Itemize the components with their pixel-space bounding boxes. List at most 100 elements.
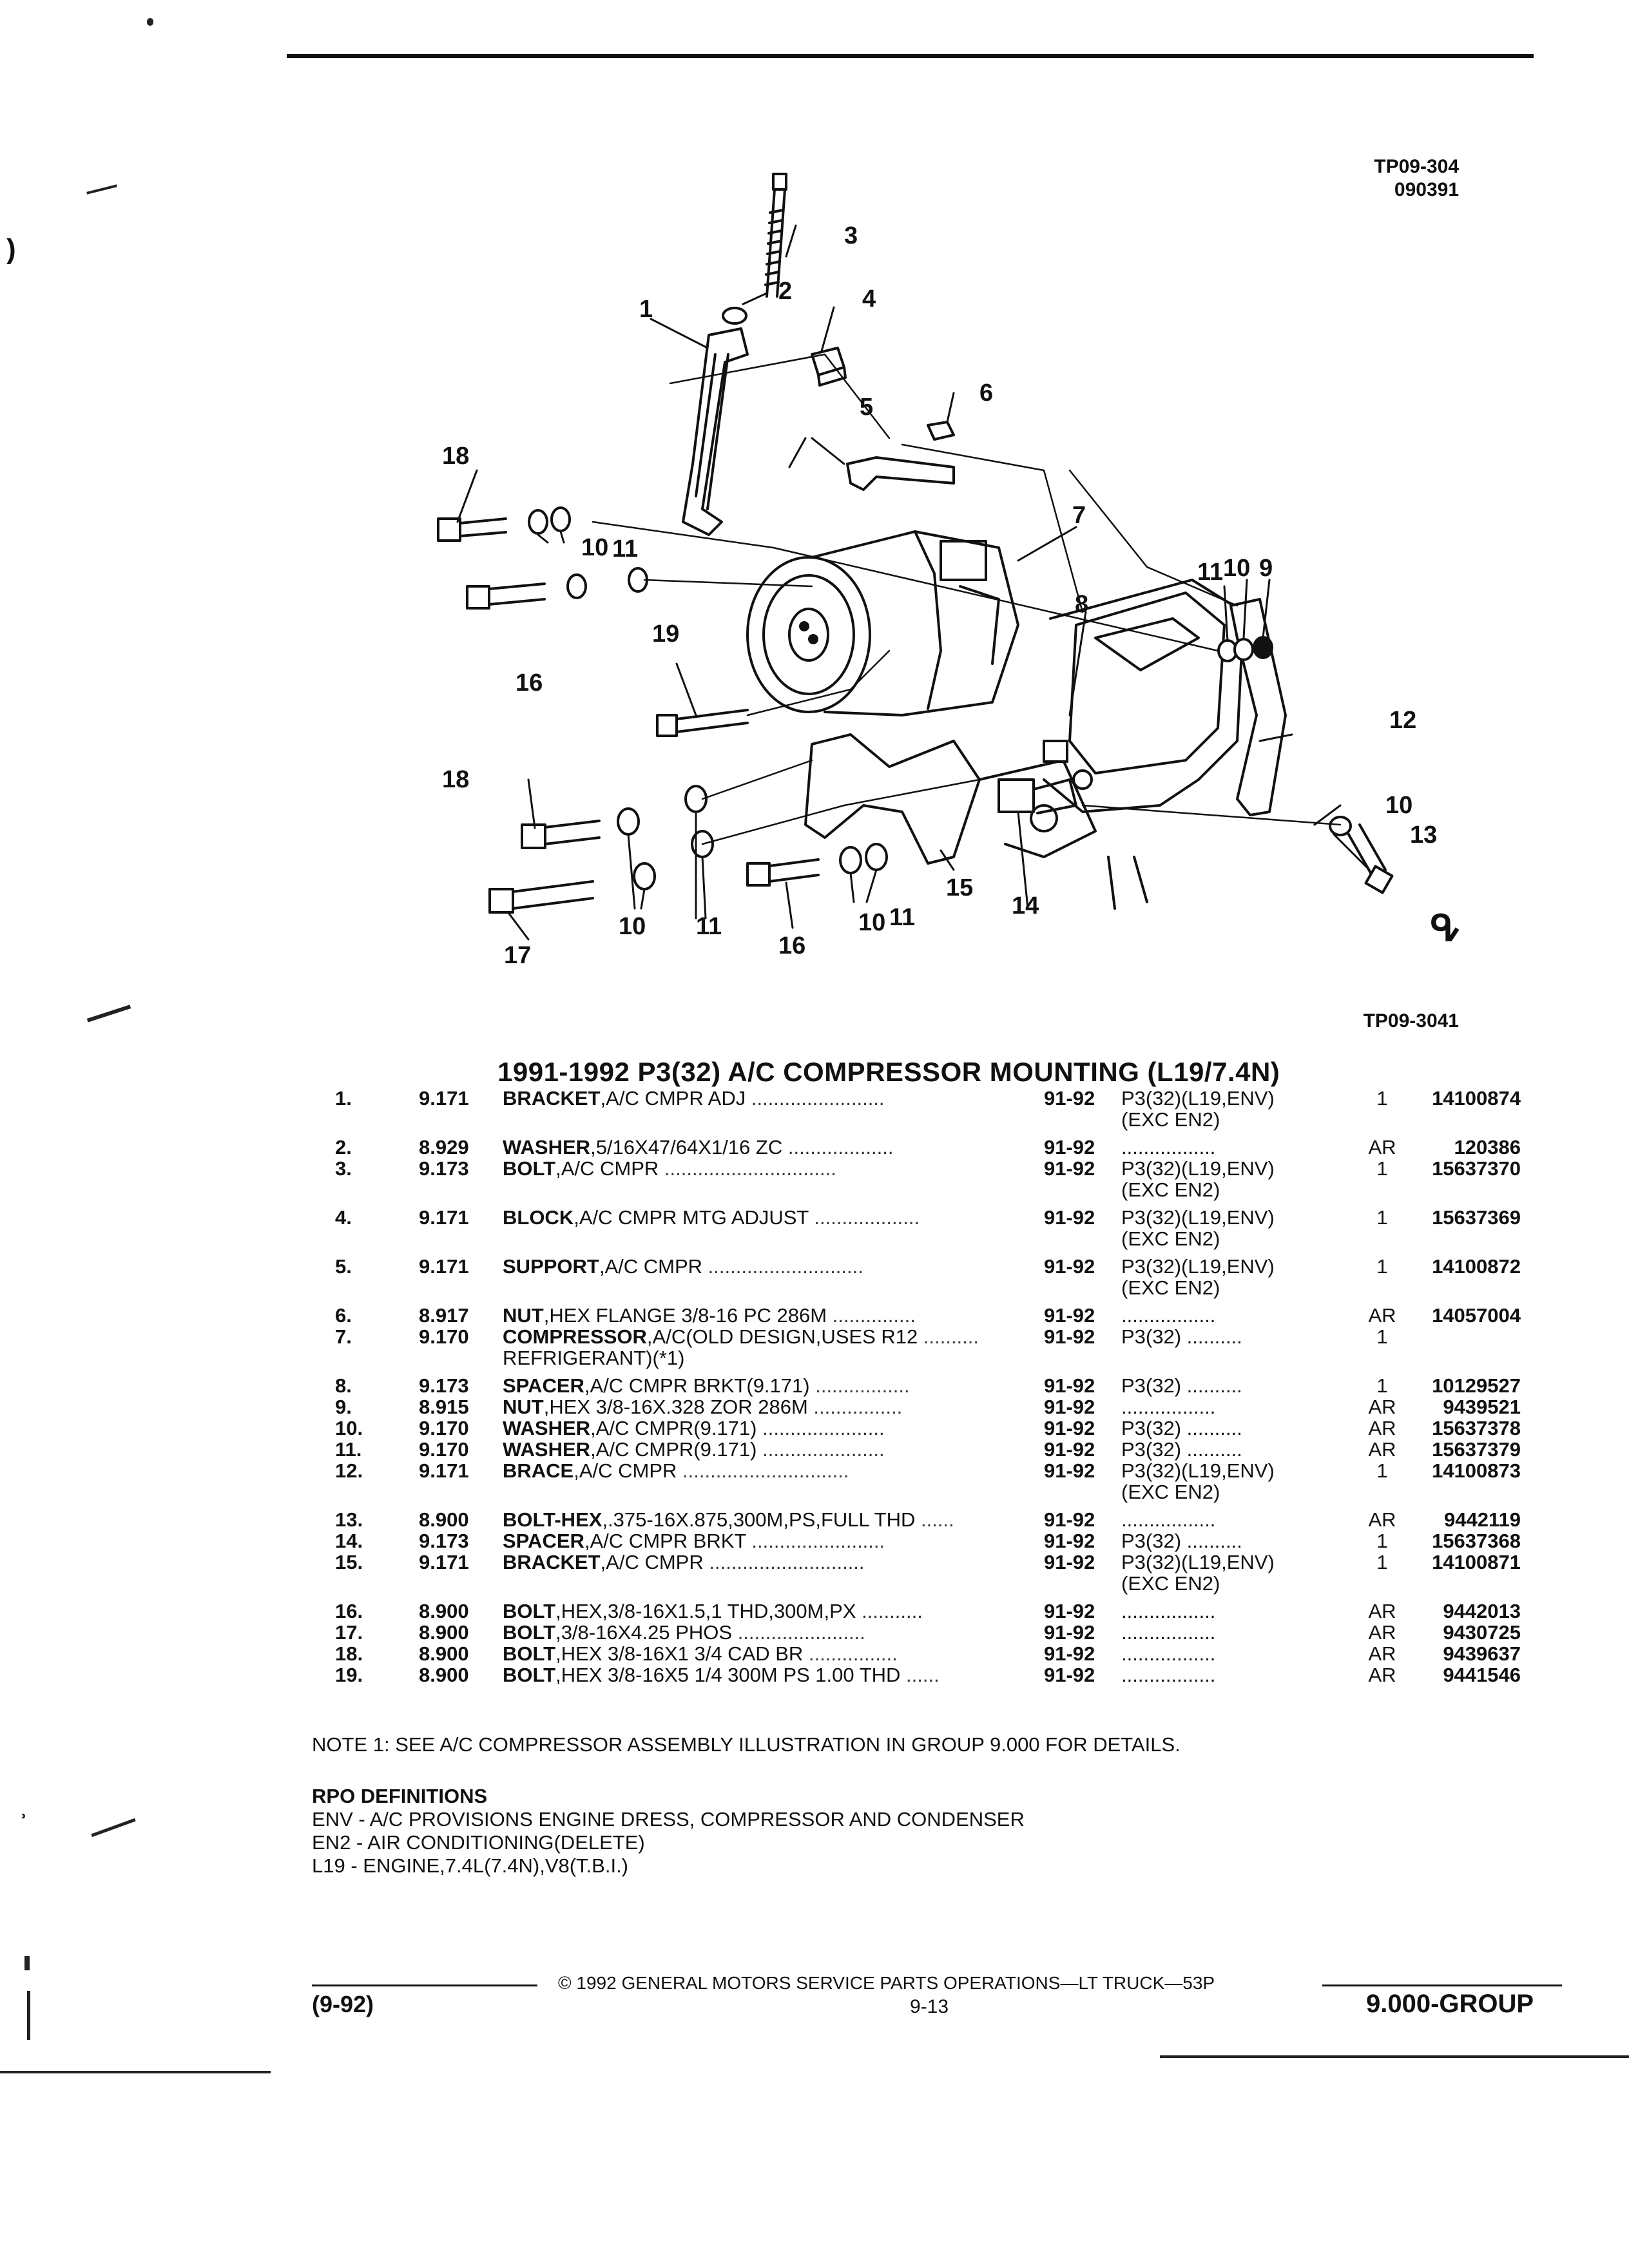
item-number: 19. [335, 1664, 363, 1686]
callout-17: 17 [504, 942, 531, 969]
callout-10d: 10 [619, 913, 646, 940]
application: P3(32)(L19,ENV)(EXC EN2) [1121, 1249, 1360, 1298]
part-detail: ,A/C CMPR BRKT [584, 1530, 746, 1552]
part-description: BOLT-HEX,.375-16X.875,300M,PS,FULL THD .… [503, 1503, 1044, 1530]
part-name: BOLT [503, 1642, 556, 1665]
part-detail: ,HEX 3/8-16X1 3/4 CAD BR [555, 1642, 804, 1665]
part-name: BRACE [503, 1459, 574, 1482]
model-years: 91-92 [1044, 1206, 1095, 1229]
part-detail: ,HEX 3/8-16X5 1/4 300M PS 1.00 THD [555, 1664, 901, 1686]
group-number: 9.173 [419, 1157, 469, 1180]
part-description: BOLT,A/C CMPR ..........................… [503, 1158, 1044, 1200]
part-description: SUPPORT,A/C CMPR .......................… [503, 1249, 1044, 1298]
scan-mark [147, 18, 153, 26]
callout-16: 16 [516, 669, 543, 697]
callout-14: 14 [1012, 892, 1039, 919]
model-years: 91-92 [1044, 1417, 1095, 1439]
group-number: 8.900 [419, 1621, 469, 1644]
application-exception: (EXC EN2) [1121, 1227, 1220, 1250]
callout-9: 9 [1259, 555, 1273, 582]
group-number: 9.171 [419, 1255, 469, 1278]
application-exception: (EXC EN2) [1121, 1108, 1220, 1131]
part-number: 15637368 [1432, 1530, 1521, 1552]
callout-18b: 18 [442, 766, 469, 793]
bolt-18-bottom-shape [521, 785, 708, 849]
application-code: P3(32)(L19,ENV) [1121, 1459, 1275, 1482]
nut-6-shape [927, 421, 955, 441]
part-number: 14100872 [1432, 1255, 1521, 1278]
part-detail: ,A/C(OLD DESIGN,USES R12 [646, 1325, 918, 1348]
application: P3(32) .......... [1121, 1530, 1360, 1552]
item-number: 1. [335, 1087, 352, 1110]
model-years: 91-92 [1044, 1438, 1095, 1461]
model-years: 91-92 [1044, 1374, 1095, 1397]
part-number: 14057004 [1432, 1304, 1521, 1327]
leader-dots: ................. [1121, 1621, 1216, 1644]
part-description: BLOCK,A/C CMPR MTG ADJUST ..............… [503, 1200, 1044, 1249]
item-number: 7. [335, 1325, 352, 1348]
application-code: P3(32) [1121, 1438, 1182, 1461]
part-description: SPACER,A/C CMPR BRKT ...................… [503, 1530, 1044, 1552]
spacer-8-shape [1043, 740, 1068, 763]
leader-dots: ........... [856, 1600, 923, 1622]
application-exception: (EXC EN2) [1121, 1572, 1220, 1595]
part-name: BRACKET [503, 1087, 601, 1110]
quantity: 1 [1376, 1157, 1388, 1180]
application: ................. [1121, 1622, 1360, 1643]
part-description: BOLT,HEX,3/8-16X1.5,1 THD,300M,PX ......… [503, 1594, 1044, 1622]
group-number: 8.900 [419, 1664, 469, 1686]
callout-11b: 11 [612, 535, 638, 562]
ref-code-top: TP09-304 [1374, 156, 1459, 177]
application: P3(32) .......... [1121, 1418, 1360, 1439]
model-years: 91-92 [1044, 1600, 1095, 1622]
leader-dots: ...................... [757, 1438, 885, 1461]
part-number: 9442013 [1443, 1600, 1521, 1622]
quantity: AR [1368, 1642, 1396, 1665]
part-detail: ,A/C CMPR(9.171) [590, 1438, 757, 1461]
model-years: 91-92 [1044, 1664, 1095, 1686]
group-number: 9.171 [419, 1206, 469, 1229]
quantity: 1 [1376, 1374, 1388, 1397]
rpo-line-en2: EN2 - AIR CONDITIONING(DELETE) [312, 1831, 645, 1854]
part-detail: ,HEX FLANGE 3/8-16 PC 286M [543, 1304, 827, 1327]
leader-dots: ...... [900, 1664, 940, 1686]
application-code: P3(32) [1121, 1530, 1182, 1552]
part-detail: ,A/C CMPR [599, 1255, 703, 1278]
item-number: 9. [335, 1396, 352, 1418]
corner-mark: ᕴ [1431, 908, 1461, 948]
application-code: P3(32)(L19,ENV) [1121, 1206, 1275, 1229]
part-detail: ,.375-16X.875,300M,PS,FULL THD [602, 1508, 916, 1531]
part-detail-2: REFRIGERANT)(*1) [503, 1347, 685, 1369]
group-number: 8.929 [419, 1136, 469, 1158]
leader-dots: ........................ [746, 1087, 885, 1110]
part-detail: ,A/C CMPR [600, 1551, 704, 1573]
part-detail: ,A/C CMPR(9.171) [590, 1417, 757, 1439]
leader-dots: ................... [782, 1136, 894, 1158]
leader-dots: ............................... [659, 1157, 836, 1180]
part-description: WASHER,A/C CMPR(9.171) .................… [503, 1418, 1044, 1439]
callout-16b: 16 [778, 932, 805, 959]
washer-2-shape [722, 307, 747, 325]
bolt-18-top-shape [437, 506, 571, 542]
leader-dots: ........................ [746, 1530, 885, 1552]
part-number: 15637369 [1432, 1206, 1521, 1229]
callout-5: 5 [860, 394, 873, 421]
part-number: 10129527 [1432, 1374, 1521, 1397]
leader-dots: .......... [1181, 1530, 1242, 1552]
bolt-17-shape [488, 830, 714, 914]
group-number: 8.915 [419, 1396, 469, 1418]
quantity: AR [1368, 1438, 1396, 1461]
leader-dots: ...... [915, 1508, 954, 1531]
part-detail: ,A/C CMPR [574, 1459, 677, 1482]
application-code: P3(32)(L19,ENV) [1121, 1551, 1275, 1573]
scan-mark [27, 1991, 30, 2040]
exploded-diagram: 1 2 3 4 5 6 7 8 9 10 11 12 13 14 15 16 1… [437, 173, 1461, 969]
quantity: AR [1368, 1304, 1396, 1327]
group-number: 9.170 [419, 1325, 469, 1348]
bolt-19-shape [656, 709, 749, 737]
